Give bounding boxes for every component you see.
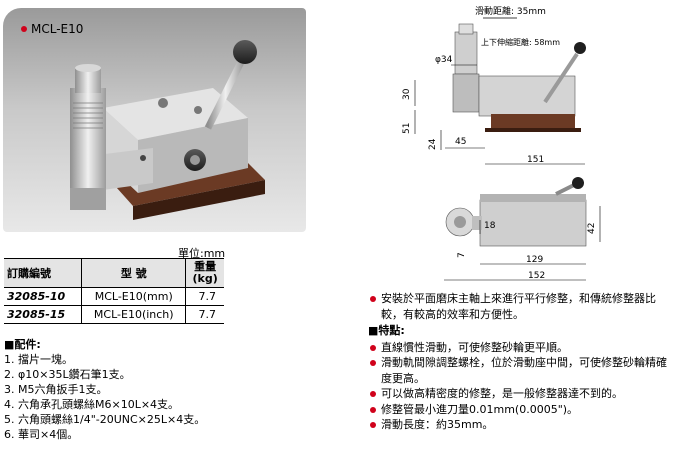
intro-text: 安裝於平面磨床主軸上來進行平行修整，和傳統修整器比較，有較高的效率和方便性。 (368, 291, 672, 322)
list-item: 2. φ10×35L鑽石筆1支。 (4, 368, 131, 381)
w152-label: 152 (528, 271, 545, 281)
list-item: 修整管最小進刀量0.01mm(0.0005")。 (368, 402, 672, 418)
h24-label: 24 (428, 138, 438, 150)
w151-label: 151 (527, 155, 544, 165)
accessories-title: ■配件: (4, 338, 41, 351)
side-elevation-drawing: 滑動距離: 35mm 上下伸縮距離: 58mm φ34 30 51 24 45 … (402, 5, 586, 165)
model-cell: MCL-E10(mm) (81, 287, 186, 306)
list-item: 3. M5六角扳手1支。 (4, 383, 108, 396)
weight-header: 重量 (kg) (185, 258, 224, 288)
order-no-cell: 32085-10 (4, 287, 82, 306)
product-photo: MCL-E10 (3, 8, 306, 232)
w7-label: 7 (457, 252, 467, 258)
list-item: 1. 擋片一塊。 (4, 353, 73, 366)
vertical-stroke-label: 上下伸縮距離: 58mm (481, 37, 560, 47)
list-item: 4. 六角承孔頭螺絲M6×10L×4支。 (4, 398, 180, 411)
weight-cell: 7.7 (185, 287, 224, 306)
features-title: ■特點: (368, 324, 405, 337)
list-item: 5. 六角頭螺絲1/4"-20UNC×25L×4支。 (4, 413, 206, 426)
unit-label: 單位:mm (178, 247, 226, 260)
order-no-cell: 32085-15 (4, 305, 82, 324)
w42-label: 42 (587, 223, 597, 234)
accessories-list: ■配件: 1. 擋片一塊。 2. φ10×35L鑽石筆1支。 3. M5六角扳手… (4, 337, 205, 442)
table-row: 32085-10 MCL-E10(mm) 7.7 (4, 287, 224, 306)
features-section: 安裝於平面磨床主軸上來進行平行修整，和傳統修整器比較，有較高的效率和方便性。 ■… (368, 291, 672, 433)
list-item: 滑動長度：約35mm。 (368, 417, 672, 433)
spec-table: 訂購編號 型 號 重量 (kg) 32085-10 MCL-E10(mm) 7.… (4, 258, 224, 324)
weight-cell: 7.7 (185, 305, 224, 324)
bullet-dot-icon (21, 26, 27, 32)
model-tag-label: MCL-E10 (31, 22, 84, 36)
model-tag: MCL-E10 (21, 22, 83, 36)
h51-label: 51 (402, 123, 412, 134)
list-item: 滑動軌間隙調整螺栓，位於滑動座中間，可使修整砂輪精確度更高。 (368, 355, 672, 386)
w45-label: 45 (455, 137, 466, 147)
list-item: 可以做高精密度的修整，是一般修整器達不到的。 (368, 386, 672, 402)
list-item: 6. 華司×4個。 (4, 428, 79, 441)
slide-distance-label: 滑動距離: 35mm (475, 5, 546, 17)
top-view-drawing: 18 42 7 129 152 (444, 177, 601, 281)
w129-label: 129 (526, 255, 543, 265)
model-cell: MCL-E10(inch) (81, 305, 186, 324)
model-header: 型 號 (81, 258, 186, 288)
list-item: 直線慣性滑動，可使修整砂輪更平順。 (368, 340, 672, 356)
order-no-header: 訂購編號 (4, 258, 82, 288)
table-row: 32085-15 MCL-E10(inch) 7.7 (4, 305, 224, 324)
dia-label: φ34 (435, 55, 453, 65)
h30-label: 30 (402, 88, 412, 100)
wheel-dresser-illustration (70, 40, 265, 220)
w18-label: 18 (484, 221, 496, 231)
